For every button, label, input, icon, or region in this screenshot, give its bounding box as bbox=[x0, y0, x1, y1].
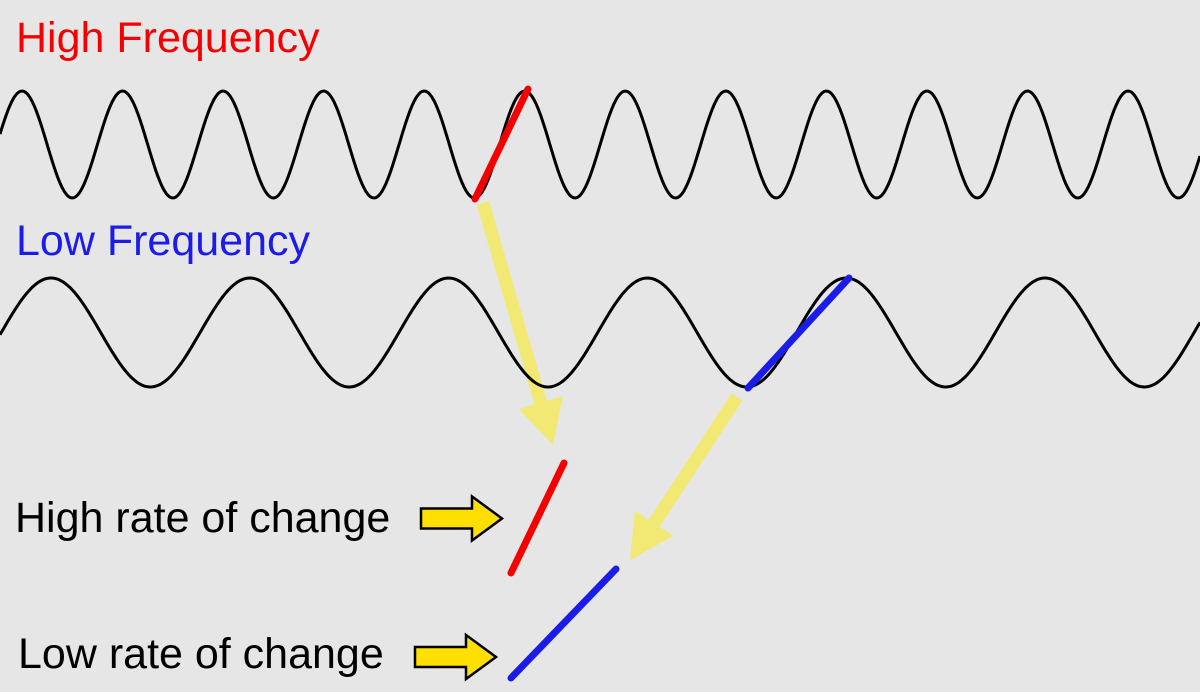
low-frequency-label: Low Frequency bbox=[16, 217, 310, 265]
slope-line-blue-on-wave bbox=[744, 274, 853, 392]
slope-line-red-isolated bbox=[507, 459, 568, 577]
high-frequency-wave bbox=[0, 89, 1200, 200]
big-arrow-high-icon bbox=[476, 201, 563, 445]
slope-line-red-on-wave bbox=[471, 85, 532, 203]
small-arrow-low-icon bbox=[413, 632, 499, 682]
high-frequency-label: High Frequency bbox=[16, 14, 320, 62]
low-rate-label: Low rate of change bbox=[18, 630, 384, 678]
low-frequency-wave bbox=[0, 276, 1200, 389]
connector-arrows-layer bbox=[476, 201, 743, 560]
slope-line-blue-isolated bbox=[507, 565, 620, 682]
big-arrow-low-icon bbox=[630, 393, 743, 560]
high-rate-label: High rate of change bbox=[15, 494, 390, 542]
small-arrow-high-icon bbox=[419, 494, 505, 543]
